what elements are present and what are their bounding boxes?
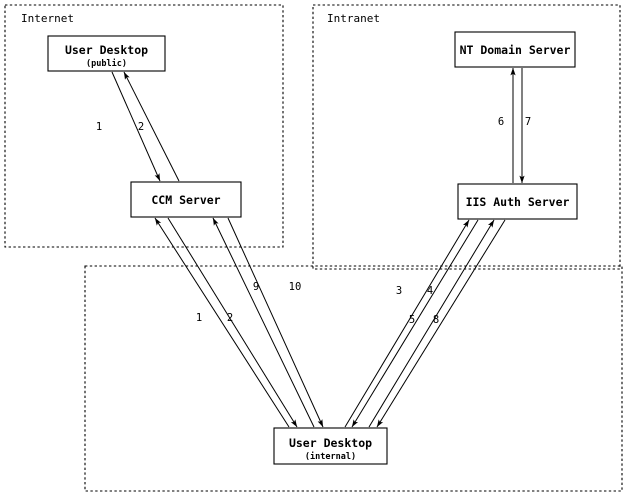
flow-line-4 [351, 219, 479, 428]
edge-label-1-public: 1 [96, 121, 102, 133]
node-user-desktop-internal-subtitle: (internal) [305, 451, 356, 462]
node-ccm-server-title: CCM Server [151, 193, 220, 207]
node-user-desktop-internal-box[interactable] [273, 427, 388, 465]
zone-internet-border [4, 4, 284, 248]
node-iis-auth-server[interactable]: IIS Auth Server [457, 183, 578, 220]
edge-label-2-public: 2 [138, 121, 144, 133]
flow-line-2-internal [167, 217, 298, 428]
edge-label-8: 8 [433, 314, 439, 326]
zone-intranet-label: Intranet [327, 12, 380, 25]
edge-label-4: 4 [427, 285, 433, 297]
edge-label-2-internal: 2 [227, 312, 233, 324]
zone-internal-border [84, 265, 623, 492]
flow-line-5 [368, 219, 495, 428]
zone-internal [84, 265, 623, 492]
edge-label-10: 10 [289, 281, 302, 293]
flow-line-2-public [123, 71, 180, 182]
edge-label-7: 7 [525, 116, 531, 128]
flow-line-1-internal [154, 217, 290, 428]
zone-intranet: Intranet [312, 4, 621, 270]
node-nt-domain-server[interactable]: NT Domain Server [454, 31, 576, 68]
node-user-desktop-internal[interactable]: User Desktop (internal) [273, 427, 388, 465]
flow-line-9 [212, 217, 315, 428]
node-user-desktop-public[interactable]: User Desktop (public) [47, 35, 166, 72]
node-user-desktop-internal-title: User Desktop [289, 436, 372, 450]
node-iis-auth-server-title: IIS Auth Server [466, 195, 570, 209]
flow-line-10 [227, 217, 324, 428]
edge-label-1-internal: 1 [196, 312, 202, 324]
flow-line-1-public [111, 71, 161, 182]
node-nt-domain-server-title: NT Domain Server [460, 43, 571, 57]
node-ccm-server[interactable]: CCM Server [130, 181, 242, 218]
zone-internet-label: Internet [21, 12, 74, 25]
node-ccm-server-box[interactable] [130, 181, 242, 218]
edge-label-9: 9 [253, 281, 259, 293]
node-user-desktop-public-box[interactable] [47, 35, 166, 72]
flow-line-8 [376, 219, 506, 428]
edge-label-5: 5 [409, 314, 415, 326]
node-nt-domain-server-box[interactable] [454, 31, 576, 68]
zone-internet: Internet [4, 4, 284, 248]
node-user-desktop-public-title: User Desktop [65, 43, 148, 57]
edge-label-3: 3 [396, 285, 402, 297]
flow-line-3 [344, 219, 470, 428]
zone-intranet-border [312, 4, 621, 270]
edge-label-6: 6 [498, 116, 504, 128]
node-iis-auth-server-box[interactable] [457, 183, 578, 220]
node-user-desktop-public-subtitle: (public) [86, 58, 127, 69]
